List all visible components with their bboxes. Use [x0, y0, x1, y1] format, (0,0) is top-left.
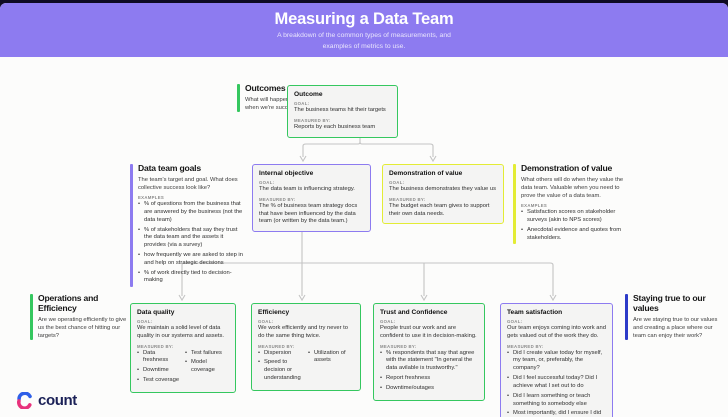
list-item: Speed to decision or understanding — [258, 359, 304, 382]
data-quality-card[interactable]: Data quality GOAL: We maintain a solid l… — [130, 303, 236, 393]
demonstration-of-value-examples: Satisfaction scores on stakeholder surve… — [521, 209, 625, 242]
goal-label: GOAL: — [507, 319, 523, 324]
measured-by-list: % respondents that say that agree with t… — [380, 350, 478, 393]
list-item: how frequently we are asked to step in a… — [138, 252, 244, 268]
goal-label: GOAL: — [137, 319, 153, 324]
list-item: Dispersion — [258, 350, 304, 358]
measured-by-label: MEASURED BY: — [137, 343, 174, 349]
operations-description: Are we operating efficiently to give us … — [38, 316, 127, 339]
goal-text: People trust our work and are confident … — [380, 325, 477, 339]
slide: Measuring a Data Team A breakdown of the… — [0, 3, 728, 417]
list-item: Model coverage — [185, 359, 229, 375]
measured-by-text: The budget each team gives to support th… — [389, 202, 490, 217]
outcomes-title: Outcomes — [245, 83, 286, 93]
data-team-goals-accent-bar — [130, 164, 133, 288]
efficiency-card[interactable]: Efficiency GOAL: We work efficiently and… — [251, 303, 361, 391]
card-title: Efficiency — [258, 309, 290, 316]
examples-label: EXAMPLES — [138, 195, 165, 201]
list-item: Most importantly, did I ensure I did not… — [507, 410, 606, 417]
list-item: % respondents that say that agree with t… — [380, 350, 478, 373]
count-logo-icon — [17, 392, 32, 409]
goal-label: GOAL: — [294, 101, 310, 106]
goal-text: The business demonstrates they value us — [389, 186, 496, 192]
section-demonstration-of-value: Demonstration of value What others will … — [513, 163, 625, 245]
team-satisfaction-card[interactable]: Team satisfaction GOAL: Our team enjoys … — [500, 303, 613, 417]
staying-true-title: Staying true to our values — [633, 293, 706, 313]
list-item: Utilization of assets — [308, 350, 354, 366]
measured-by-label: MEASURED BY: — [258, 343, 295, 349]
count-logo-wordmark: count — [38, 392, 77, 409]
measured-by-label: MEASURED BY: — [389, 196, 426, 202]
demonstration-of-value-title: Demonstration of value — [521, 163, 613, 173]
count-logo: count — [16, 392, 77, 409]
outcome-card[interactable]: Outcome GOAL: The business teams hit the… — [287, 85, 398, 138]
internal-objective-card[interactable]: Internal objective GOAL: The data team i… — [252, 164, 371, 233]
demonstration-of-value-description: What others will do when they value the … — [521, 176, 624, 200]
measured-by-label: MEASURED BY: — [294, 117, 331, 123]
goal-label: GOAL: — [259, 180, 275, 185]
goal-label: GOAL: — [258, 319, 274, 324]
list-item: % of questions from the business that ar… — [138, 201, 244, 224]
list-item: Test failures — [185, 350, 229, 358]
outcomes-accent-bar — [237, 84, 240, 113]
data-team-goals-title: Data team goals — [138, 163, 201, 173]
list-item: Data freshness — [137, 350, 181, 366]
measured-by-list: Test failures Model coverage — [185, 350, 229, 387]
goal-label: GOAL: — [389, 180, 405, 185]
goal-label: GOAL: — [380, 319, 396, 324]
list-item: Did I create value today for myself, my … — [507, 350, 606, 373]
list-item: Did I learn something or teach something… — [507, 393, 606, 409]
measured-by-list: Did I create value today for myself, my … — [507, 350, 606, 417]
demonstration-of-value-card[interactable]: Demonstration of value GOAL: The busines… — [382, 164, 504, 225]
card-title: Outcome — [294, 91, 323, 98]
measured-by-list: Utilization of assets — [308, 350, 354, 385]
card-title: Demonstration of value — [389, 170, 463, 177]
list-item: Downtime/outages — [380, 385, 478, 393]
list-item: Test coverage — [137, 377, 181, 385]
goal-text: The business teams hit their targets — [294, 107, 386, 113]
goal-text: Our team enjoys coming into work and get… — [507, 325, 606, 339]
list-item: % of work directly tied to decision-maki… — [138, 270, 244, 286]
section-operations-and-efficiency: Operations and Efficiency Are we operati… — [30, 293, 129, 341]
section-staying-true: Staying true to our values Are we stayin… — [625, 293, 725, 341]
card-title: Trust and Confidence — [380, 309, 448, 316]
header: Measuring a Data Team A breakdown of the… — [0, 3, 728, 57]
data-team-goals-examples: % of questions from the business that ar… — [138, 201, 244, 285]
section-data-team-goals: Data team goals The team's target and go… — [130, 163, 244, 288]
card-title: Data quality — [137, 309, 175, 316]
goal-text: The data team is influencing strategy. — [259, 186, 355, 192]
card-title: Internal objective — [259, 170, 314, 177]
page-title: Measuring a Data Team — [274, 10, 454, 28]
operations-accent-bar — [30, 294, 33, 341]
operations-title: Operations and Efficiency — [38, 293, 99, 313]
trust-and-confidence-card[interactable]: Trust and Confidence GOAL: People trust … — [373, 303, 485, 401]
list-item: Did I feel successful today? Did I achie… — [507, 375, 606, 391]
card-title: Team satisfaction — [507, 309, 563, 316]
goal-text: We work efficiently and try never to do … — [258, 325, 348, 339]
measured-by-label: MEASURED BY: — [507, 343, 544, 349]
staying-true-accent-bar — [625, 294, 628, 341]
list-item: Downtime — [137, 367, 181, 375]
measured-by-list: Data freshness Downtime Test coverage — [137, 350, 181, 387]
examples-label: EXAMPLES — [521, 203, 548, 209]
staying-true-description: Are we staying true to our values and cr… — [633, 316, 718, 339]
goal-text: We maintain a solid level of data qualit… — [137, 325, 224, 339]
measured-by-list: Dispersion Speed to decision or understa… — [258, 350, 304, 385]
demonstration-of-value-accent-bar — [513, 164, 516, 245]
measured-by-label: MEASURED BY: — [259, 196, 296, 202]
list-item: Report freshness — [380, 375, 478, 383]
list-item: % of stakeholders that say they trust th… — [138, 227, 244, 250]
measured-by-text: The % of business team strategy docs tha… — [259, 202, 358, 225]
list-item: Anecdotal evidence and quotes from stake… — [521, 227, 625, 243]
measured-by-label: MEASURED BY: — [380, 343, 417, 349]
page-subtitle: A breakdown of the common types of measu… — [277, 32, 451, 50]
list-item: Satisfaction scores on stakeholder surve… — [521, 209, 625, 225]
measured-by-text: Reports by each business team — [294, 123, 376, 130]
data-team-goals-description: The team's target and goal. What does co… — [138, 176, 238, 191]
